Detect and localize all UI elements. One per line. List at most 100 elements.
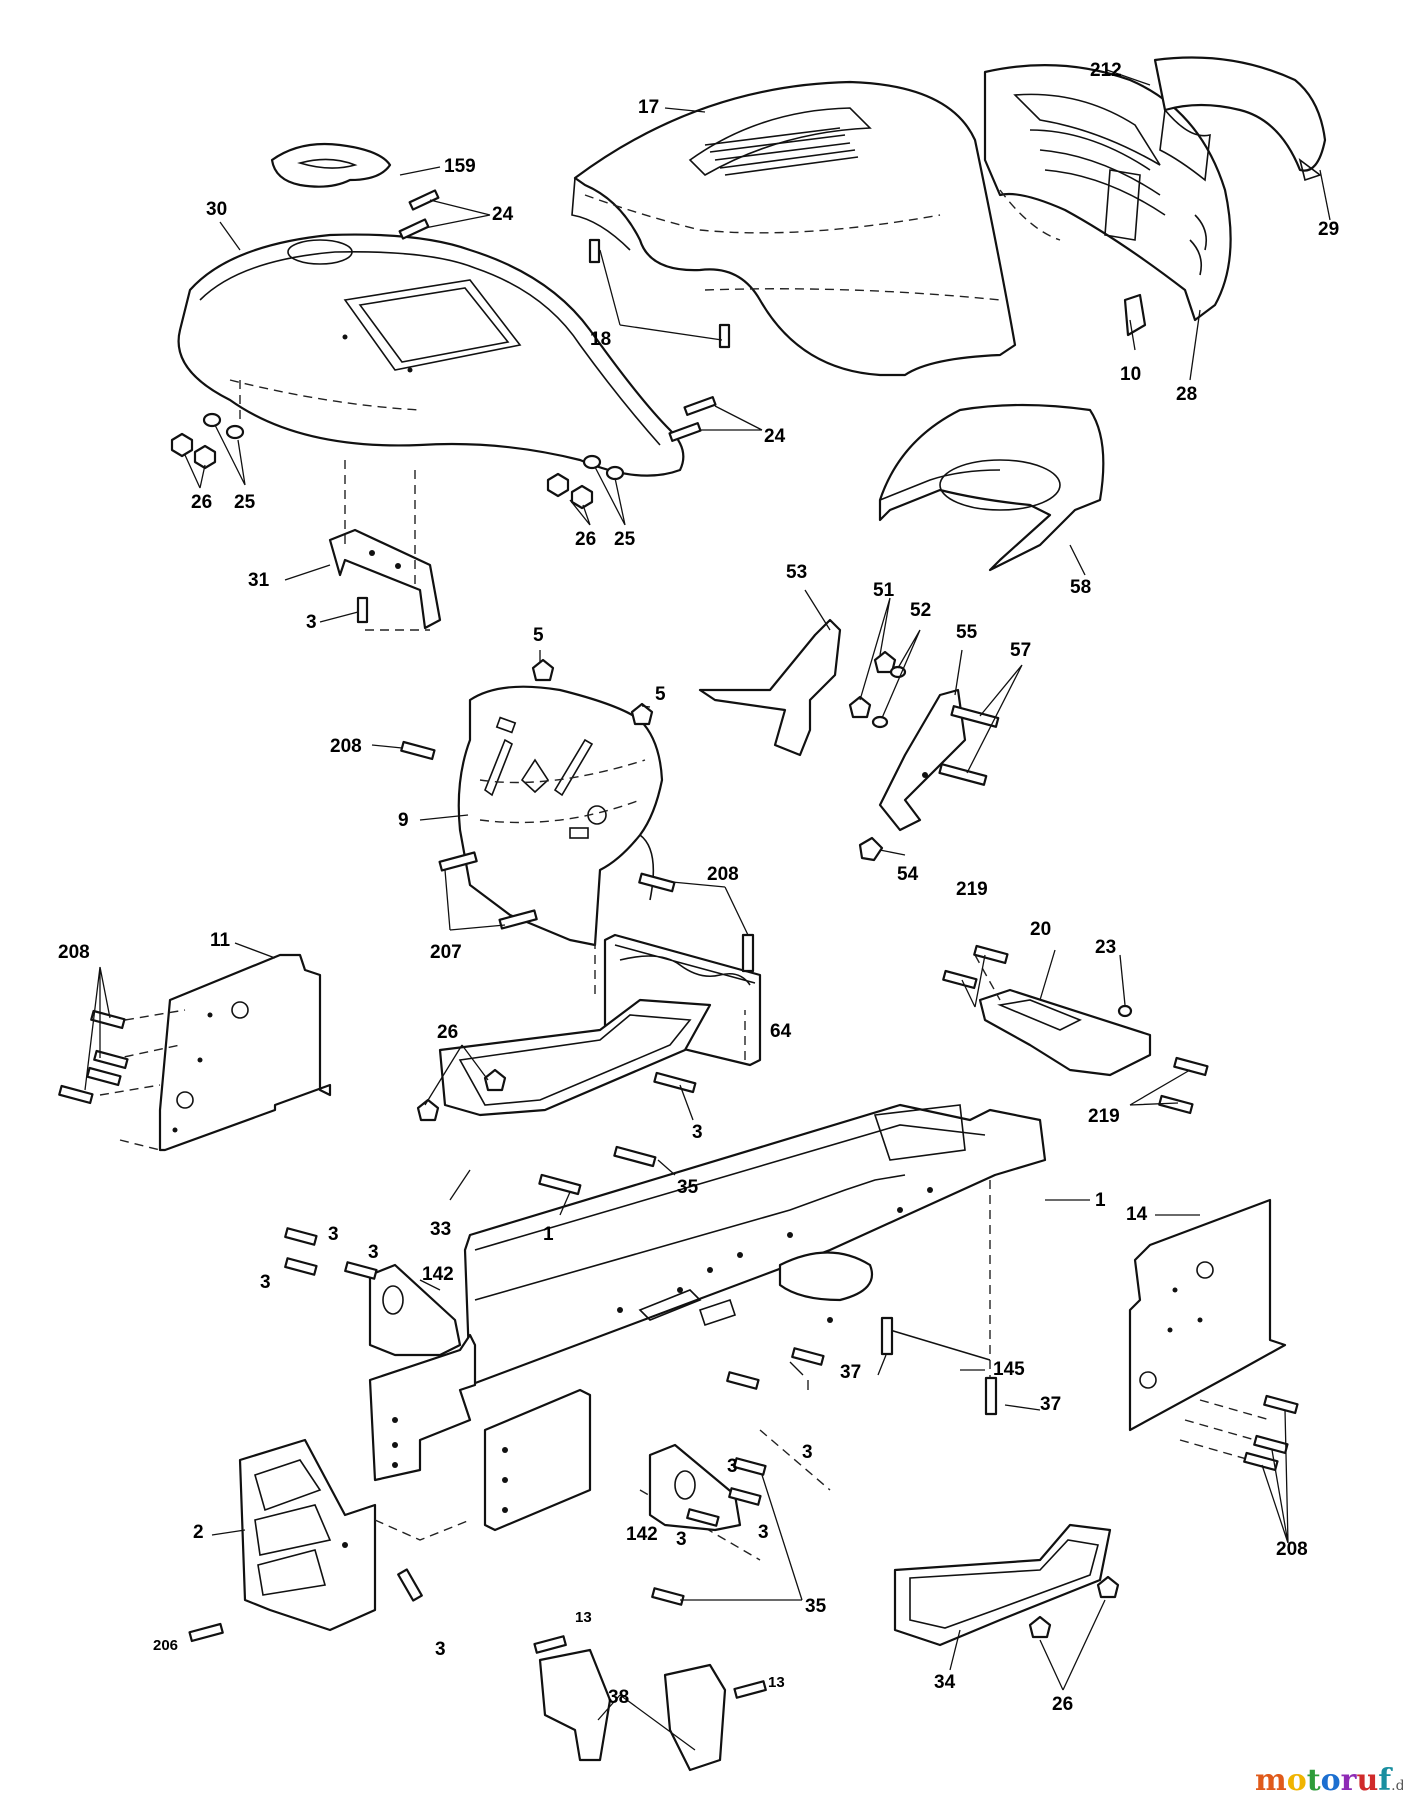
callout-208-b: 208 (707, 864, 739, 885)
front-plate-2 (188, 1438, 471, 1643)
callout-30: 30 (206, 199, 227, 220)
callout-54: 54 (897, 864, 919, 885)
main-frame (463, 1103, 1047, 1561)
callout-3-j: 3 (435, 1639, 446, 1660)
watermark-letter: r (1341, 1763, 1358, 1798)
frame-plate-left (368, 1333, 477, 1482)
callout-3-e: 3 (260, 1272, 271, 1293)
nuts-washers-right (546, 454, 625, 510)
callout-58: 58 (1070, 577, 1091, 598)
callout-142-a: 142 (422, 1264, 454, 1285)
bolt-207-b (498, 909, 538, 930)
watermark-suffix: .de (1391, 1778, 1403, 1794)
bracket-31 (328, 460, 442, 631)
callout-3-h: 3 (676, 1529, 687, 1550)
callout-26-right: 26 (575, 529, 596, 550)
side-plate-right (1128, 1198, 1299, 1472)
callout-37-b: 37 (1040, 1394, 1061, 1415)
callout-3-b: 3 (692, 1122, 703, 1143)
callout-labels: 17 30 159 24 212 29 10 28 18 24 26 25 26… (58, 60, 1339, 1715)
watermark-logo: motoruf.de (1255, 1763, 1403, 1798)
callout-208-d: 208 (1276, 1539, 1308, 1560)
hood-latch (1123, 293, 1147, 337)
callout-37-a: 37 (840, 1362, 861, 1383)
watermark-letter: u (1356, 1763, 1378, 1798)
dash-panel (177, 233, 685, 477)
callout-51: 51 (873, 580, 895, 601)
callout-206: 206 (153, 1637, 178, 1654)
callout-26-left: 26 (191, 492, 212, 513)
callout-3-a: 3 (306, 612, 317, 633)
footrest-34 (893, 1523, 1120, 1647)
callout-5-b: 5 (655, 684, 666, 705)
callout-212: 212 (1090, 60, 1122, 81)
footrest-33 (416, 998, 712, 1196)
callout-3-f: 3 (802, 1442, 813, 1463)
leader-lines (84, 69, 1331, 1751)
callout-2: 2 (193, 1522, 204, 1543)
callout-33: 33 (430, 1219, 451, 1240)
callout-25-right: 25 (614, 529, 636, 550)
callout-14-b: 13 (768, 1674, 785, 1691)
plate-20 (942, 944, 1209, 1115)
callout-145: 145 (993, 1359, 1025, 1380)
callout-208-c: 208 (58, 942, 90, 963)
callout-207: 207 (430, 942, 462, 963)
bracket-55 (848, 650, 1000, 862)
callout-35-a: 35 (677, 1177, 699, 1198)
frame-plate-mid (483, 1388, 592, 1532)
grille-nose (983, 64, 1232, 322)
callout-5-a: 5 (533, 625, 544, 646)
callout-57: 57 (1010, 640, 1031, 661)
callout-159: 159 (444, 156, 476, 177)
callout-35-b: 35 (805, 1596, 827, 1617)
callout-3-g: 3 (727, 1456, 738, 1477)
callout-3-c: 3 (328, 1224, 339, 1245)
nuts-washers-left (170, 380, 245, 470)
bracket-53 (698, 618, 842, 757)
callout-18: 18 (590, 329, 611, 350)
callout-55: 55 (956, 622, 978, 643)
callout-23: 23 (1095, 937, 1116, 958)
bracket-142-bottom (648, 1347, 825, 1606)
watermark-letter: t (1307, 1763, 1321, 1798)
callout-3-i: 3 (758, 1522, 769, 1543)
callout-12: 10 (1120, 364, 1141, 385)
watermark-letter: o (1321, 1763, 1341, 1798)
callout-9: 9 (398, 810, 409, 831)
callout-3-d: 3 (368, 1242, 379, 1263)
callout-26-mid: 26 (437, 1022, 458, 1043)
callout-52: 52 (910, 600, 931, 621)
rod-145 (880, 1316, 998, 1416)
callout-14-a: 13 (575, 1609, 592, 1626)
shield-58 (878, 403, 1105, 572)
callout-24-right: 24 (764, 426, 786, 447)
callout-28: 28 (1176, 384, 1197, 405)
bolts-24-top (398, 189, 440, 240)
watermark-letter: m (1255, 1763, 1287, 1798)
bracket-142-top (284, 1227, 462, 1357)
callout-1: 1 (1095, 1190, 1106, 1211)
svg-text:motoruf.de: motoruf.de (1255, 1763, 1403, 1798)
brackets-38 (533, 1635, 767, 1772)
callout-26-bottom: 26 (1052, 1694, 1073, 1715)
callout-20: 20 (1030, 919, 1051, 940)
nut-5-a (531, 658, 555, 682)
callout-17: 17 (638, 97, 659, 118)
watermark-letter: o (1287, 1763, 1307, 1798)
callout-142-b: 142 (626, 1524, 658, 1545)
nut-5-b (630, 702, 654, 726)
dash-support (457, 685, 664, 947)
fuel-cap (270, 142, 392, 188)
callout-31: 31 (248, 570, 270, 591)
callout-208-a: 208 (330, 736, 362, 757)
bolt-207-a (438, 851, 478, 872)
callout-219-b: 219 (1088, 1106, 1120, 1127)
callout-24-top: 24 (492, 204, 514, 225)
bolts-24-right (668, 396, 717, 442)
watermark-letter: f (1378, 1763, 1393, 1798)
callout-29: 29 (1318, 219, 1339, 240)
callout-53: 53 (786, 562, 807, 583)
callout-10: 1 (543, 1224, 554, 1245)
